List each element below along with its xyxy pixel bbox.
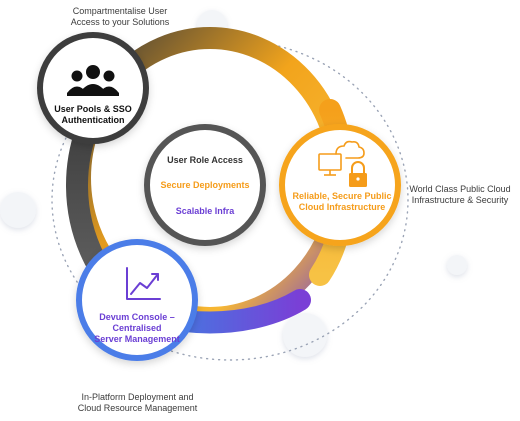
center-label-secure-deployments: Secure Deployments — [160, 180, 250, 190]
bubble-decoration — [447, 255, 467, 275]
user-pools-label: User Pools & SSO Authentication — [53, 104, 133, 126]
right-caption: World Class Public Cloud Infrastructure … — [402, 184, 518, 206]
users-icon — [67, 65, 119, 96]
center-label-user-role: User Role Access — [167, 155, 243, 165]
chart-trend-icon — [126, 267, 161, 300]
cloud-infra-label: Reliable, Secure Public Cloud Infrastruc… — [292, 191, 392, 213]
top-caption-line: Access to your Solutions — [70, 17, 170, 27]
bubble-decoration — [0, 192, 36, 228]
cloud-infra-label-line: Cloud Infrastructure — [298, 202, 386, 212]
center-circle — [144, 124, 266, 246]
cloud-infra-node — [279, 124, 401, 246]
right-caption-line: Infrastructure & Security — [411, 195, 509, 205]
bubble-decoration — [283, 313, 327, 357]
bottom-caption: In-Platform Deployment and Cloud Resourc… — [60, 392, 215, 414]
top-caption-line: Compartmentalise User — [72, 6, 168, 16]
monitor-cloud-icon — [318, 140, 365, 176]
right-caption-line: World Class Public Cloud — [409, 184, 511, 194]
user-pools-label-line: User Pools & SSO — [54, 104, 132, 114]
console-label: Devum Console – Centralised Server Manag… — [90, 312, 184, 345]
lock-icon — [349, 161, 367, 187]
bottom-caption-line: Cloud Resource Management — [77, 403, 198, 413]
center-label-scalable-infra: Scalable Infra — [175, 206, 235, 216]
bottom-caption-line: In-Platform Deployment and — [81, 392, 194, 402]
console-label-line: Server Management — [94, 334, 180, 344]
user-pools-label-line: Authentication — [61, 115, 125, 125]
cloud-infra-label-line: Reliable, Secure Public — [292, 191, 392, 201]
console-label-line: Centralised — [112, 323, 162, 333]
console-label-line: Devum Console – — [99, 312, 175, 322]
dotted-orbit — [51, 39, 409, 361]
top-caption: Compartmentalise User Access to your Sol… — [50, 6, 190, 28]
